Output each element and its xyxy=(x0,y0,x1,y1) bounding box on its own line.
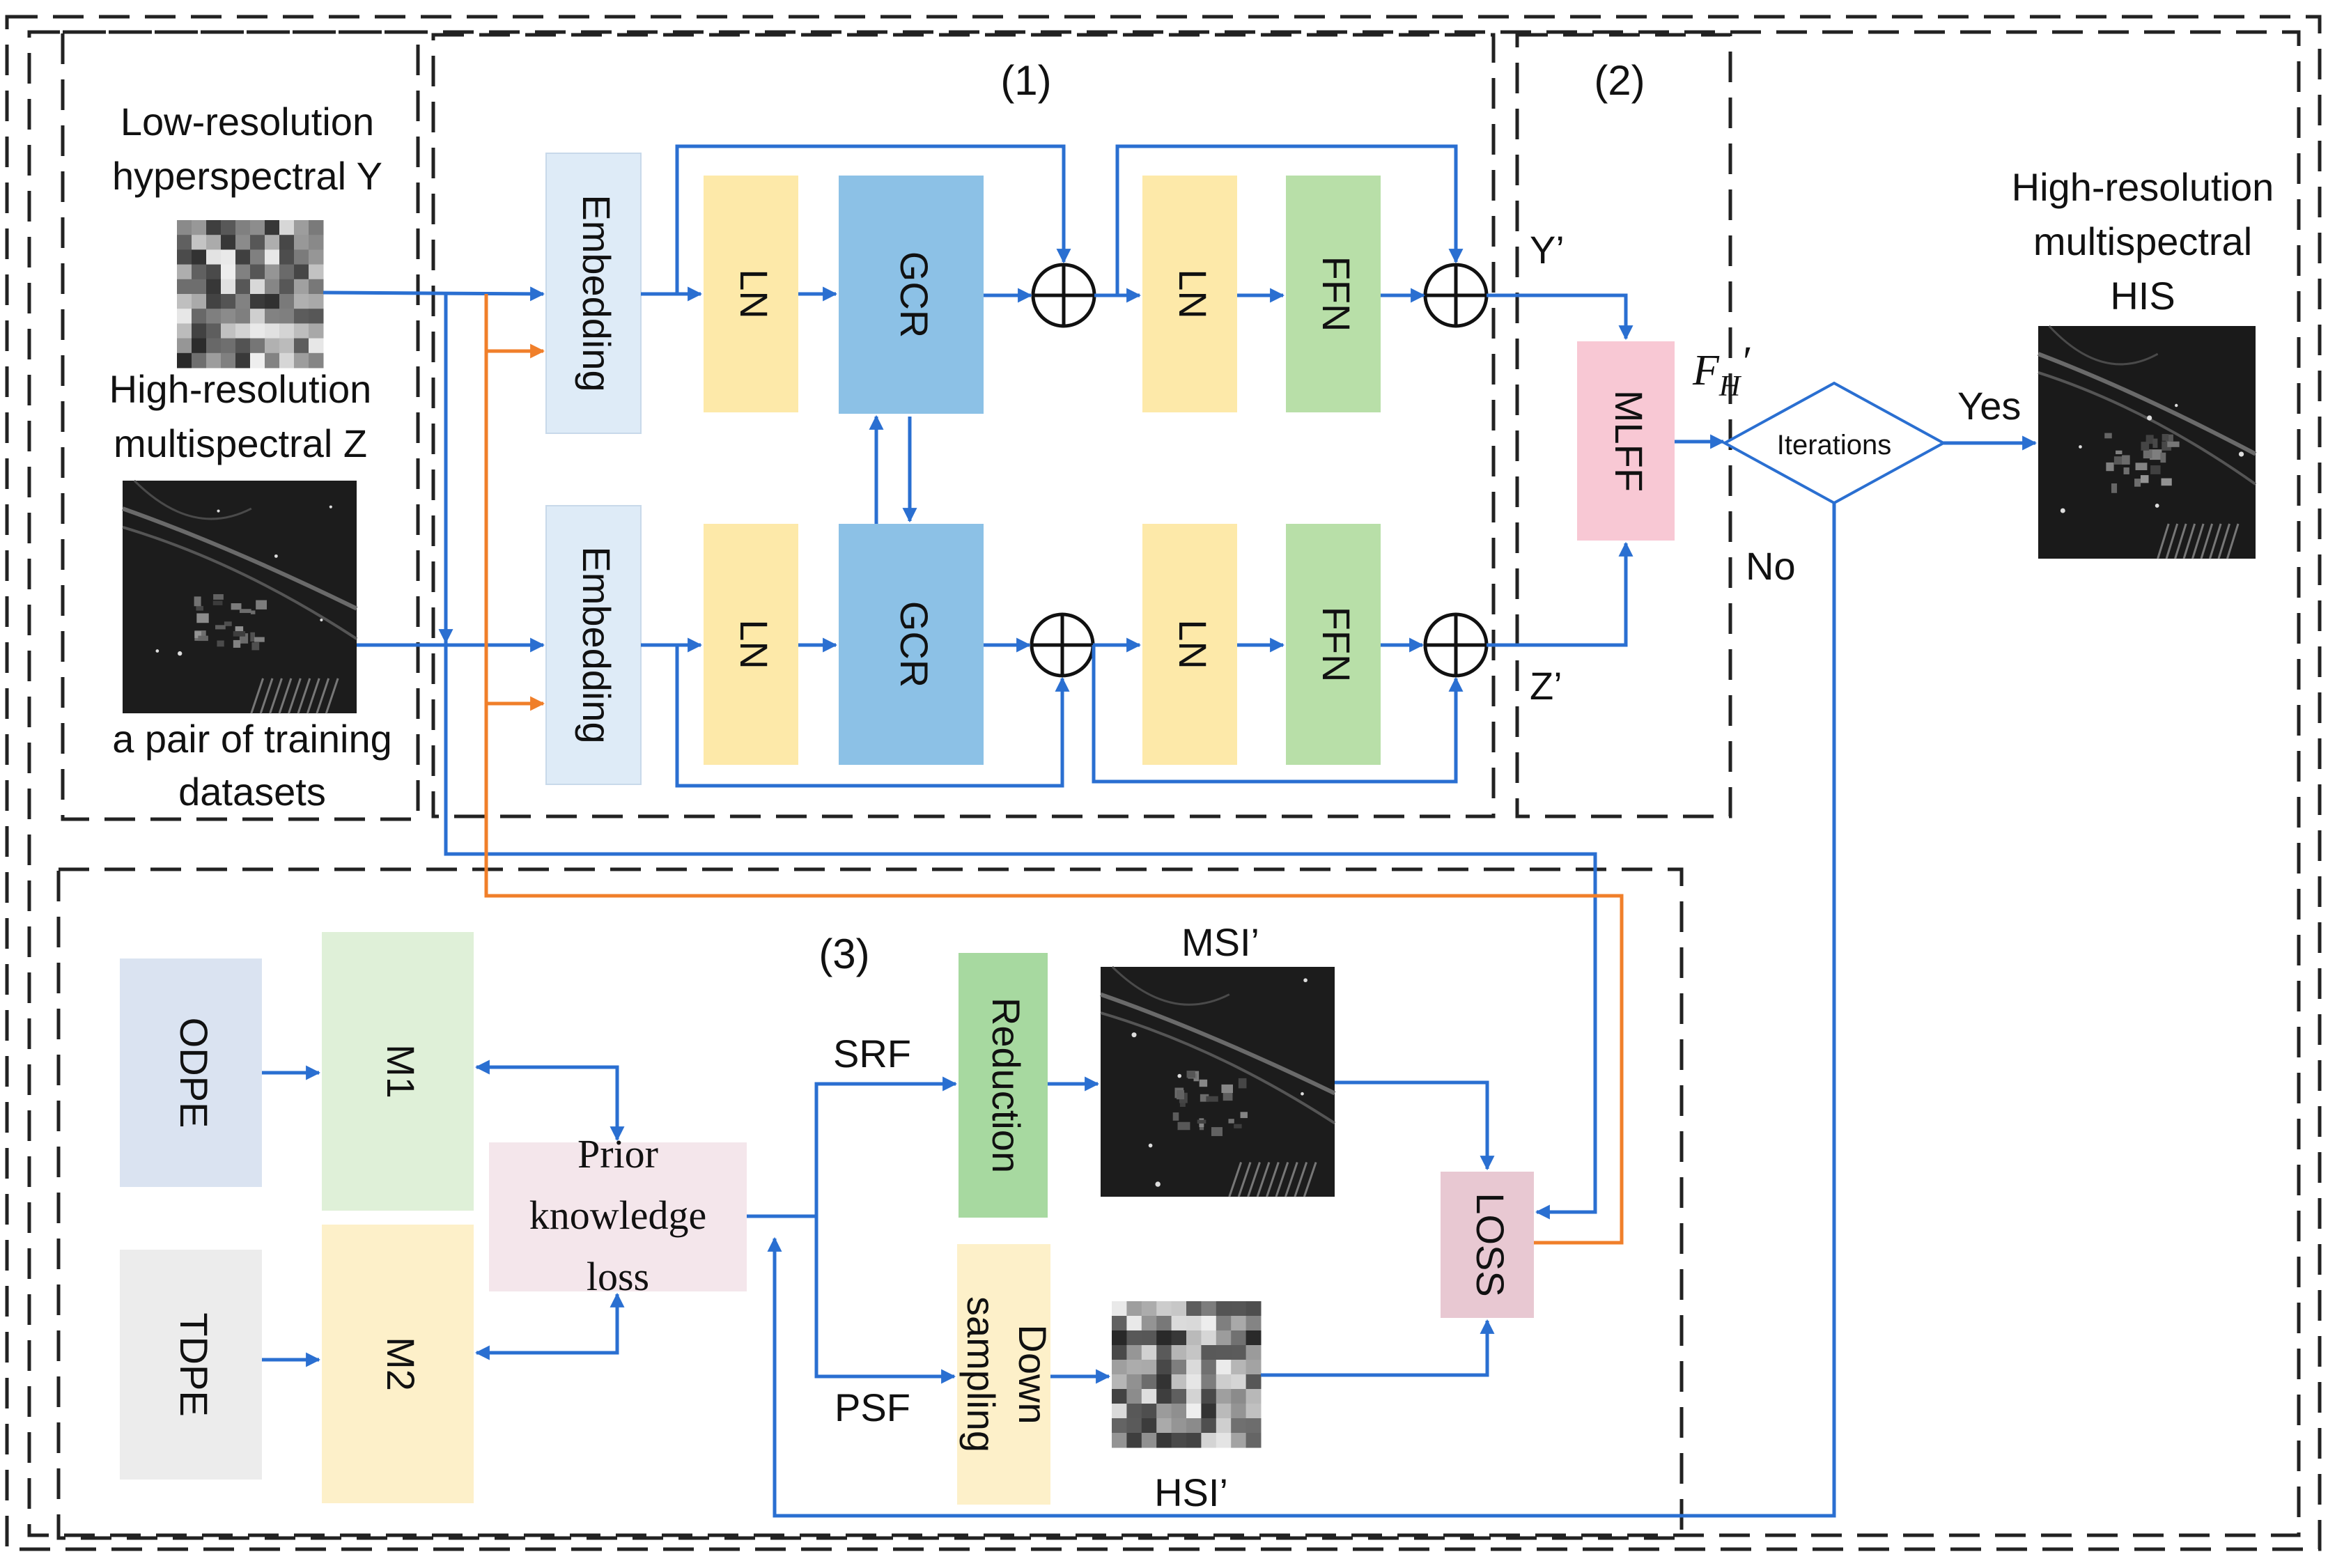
msi-prime-image xyxy=(1100,965,1336,1197)
y-prime-label: Y’ xyxy=(1530,228,1565,272)
panel1-label: (1) xyxy=(1000,57,1051,104)
sum-icon-bottom-2 xyxy=(1423,612,1489,678)
down-label: Down xyxy=(1011,1324,1055,1424)
hr-label-line1: High-resolution xyxy=(109,367,372,411)
yes-label: Yes xyxy=(1957,384,2021,428)
ffn-block-bottom xyxy=(1286,524,1381,765)
hr-label-text: multispectral xyxy=(114,421,332,465)
mlff-block xyxy=(1577,341,1675,541)
z-prime-label: Z’ xyxy=(1530,664,1562,708)
gcr-label-bottom: GCR xyxy=(892,601,936,688)
panel3-frame xyxy=(56,867,1684,1540)
tdpe-label: TDPE xyxy=(172,1312,216,1416)
panel2-frame xyxy=(1515,33,1732,818)
odpe-label: ODPE xyxy=(172,1018,216,1128)
panel1-frame xyxy=(431,33,1496,818)
gcr-block-top xyxy=(839,176,984,414)
ln-block-top-2 xyxy=(1142,176,1237,412)
panel2-label: (2) xyxy=(1594,57,1645,104)
sum-icon-top-2 xyxy=(1423,263,1489,328)
m1-block xyxy=(322,932,474,1211)
lr-label-line1: Low-resolution xyxy=(121,100,374,143)
ln-label-top-2: LN xyxy=(1171,269,1215,319)
fh-sub: H xyxy=(1718,371,1742,403)
input-frame xyxy=(61,30,420,821)
m1-label: M1 xyxy=(379,1044,423,1099)
panel3-label: (3) xyxy=(818,931,869,977)
output-label-line3: HIS xyxy=(2110,274,2175,318)
embedding-block-bottom xyxy=(545,505,642,785)
output-label-line2: multispectral xyxy=(2033,219,2252,263)
ffn-label-top: FFN xyxy=(1314,256,1358,332)
ln-block-top-1 xyxy=(704,176,798,412)
fh-main: F xyxy=(1692,347,1720,394)
pair-label-line1: a pair of training xyxy=(112,717,392,761)
lr-label-line2: hyperspectral Y xyxy=(112,154,382,198)
gcr-label-top: GCR xyxy=(892,251,936,338)
hr-multispectral-image xyxy=(122,479,358,714)
blue-arrows xyxy=(262,144,2038,1518)
iterations-label: Iterations xyxy=(1777,430,1892,460)
hsi-prime-image xyxy=(1112,1301,1262,1448)
sum-icon-bottom-1 xyxy=(1030,612,1095,678)
prior-line2: knowledge xyxy=(529,1193,707,1238)
mlff-label: MLFF xyxy=(1607,390,1651,492)
reduction-label: Reduction xyxy=(984,998,1028,1173)
output-his-image xyxy=(2037,325,2257,559)
embedding-label-top: Embedding xyxy=(575,194,619,391)
orange-arrows xyxy=(484,294,1624,1245)
embedding-label-bottom: Embedding xyxy=(575,546,619,743)
m2-block xyxy=(322,1225,474,1503)
hr-symbol: Z xyxy=(343,421,367,465)
srf-label: SRF xyxy=(833,1032,911,1076)
sampling-label: sampling xyxy=(959,1296,1003,1452)
psf-label: PSF xyxy=(835,1385,910,1429)
fh-prime-label: FH′ xyxy=(1692,339,1751,403)
pair-label-line2: datasets xyxy=(178,770,326,814)
gcr-block-bottom xyxy=(839,524,984,765)
prior-knowledge-loss-block xyxy=(489,1142,747,1291)
odpe-block xyxy=(120,958,262,1187)
ln-block-bottom-1 xyxy=(704,524,798,765)
lr-hyperspectral-image xyxy=(177,220,324,368)
sum-icon-top-1 xyxy=(1031,263,1096,328)
downsampling-block xyxy=(957,1244,1050,1505)
prior-line3: loss xyxy=(587,1254,649,1299)
reduction-block xyxy=(959,953,1048,1218)
ln-block-bottom-2 xyxy=(1142,524,1237,765)
loss-block xyxy=(1441,1172,1534,1318)
ffn-block-top xyxy=(1286,176,1381,412)
ln-label-bottom-1: LN xyxy=(732,619,776,669)
ffn-label-bottom: FFN xyxy=(1314,607,1358,683)
hsi-prime-label: HSI’ xyxy=(1154,1470,1228,1514)
loss-label: LOSS xyxy=(1468,1193,1512,1296)
lr-symbol: Y xyxy=(357,154,382,198)
embedding-block-top xyxy=(545,153,642,434)
outer-frame xyxy=(5,15,2322,1551)
m2-label: M2 xyxy=(379,1337,423,1391)
ln-label-bottom-2: LN xyxy=(1171,619,1215,669)
fh-prime: ′ xyxy=(1740,339,1751,386)
msi-prime-label: MSI’ xyxy=(1181,920,1259,964)
tdpe-block xyxy=(120,1250,262,1480)
output-label-line1: High-resolution xyxy=(2012,165,2274,209)
no-label: No xyxy=(1746,544,1796,588)
lr-label-text: hyperspectral xyxy=(112,154,346,198)
hr-label-line2: multispectral Z xyxy=(114,421,367,465)
ln-label-top-1: LN xyxy=(732,269,776,319)
